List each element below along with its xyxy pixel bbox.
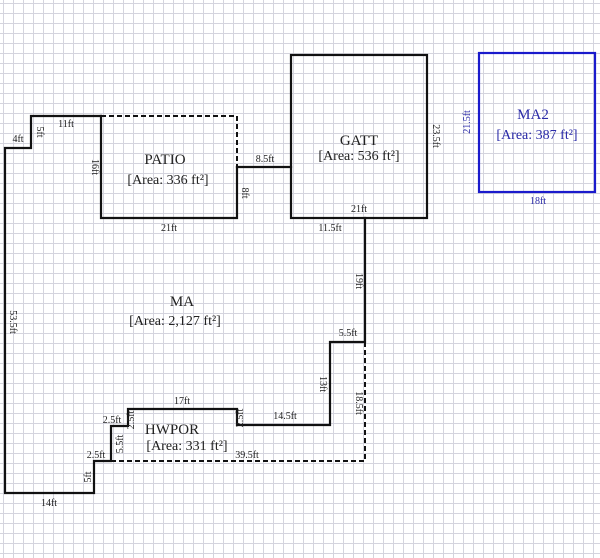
dim-label: 21ft <box>351 204 367 215</box>
dim-label: 5.5ft <box>339 328 358 339</box>
dim-label: 2.5ft <box>103 415 122 426</box>
dim-label: 23.5ft <box>430 124 441 148</box>
patio-area: [Area: 336 ft²] <box>127 173 208 188</box>
ma-area: [Area: 2,127 ft²] <box>129 314 221 329</box>
dim-label: 14ft <box>41 498 57 509</box>
dim-label: 21.5ft <box>462 110 473 134</box>
dim-label: 8.5ft <box>256 154 275 165</box>
hwpor-dashed-wall <box>111 342 366 462</box>
dim-label: 53.5ft <box>7 310 18 334</box>
dim-label: 5ft <box>34 126 45 137</box>
dim-label: 11ft <box>58 119 74 130</box>
dim-label: 16ft <box>89 159 100 175</box>
ma-wall[interactable] <box>3 114 367 495</box>
dim-label: 2.5ft <box>126 410 137 429</box>
dim-label: 18ft <box>530 196 546 207</box>
gatt-name: GATT <box>340 133 378 149</box>
dim-label: 17ft <box>174 396 190 407</box>
ma-name: MA <box>170 294 194 310</box>
dim-label: 11.5ft <box>318 223 341 234</box>
dim-label: 8ft <box>239 187 250 198</box>
dim-label: 5ft <box>83 471 94 482</box>
dim-label: 19ft <box>353 273 364 289</box>
ma2-name: MA2 <box>517 107 549 123</box>
hwpor-name: HWPOR <box>145 422 199 438</box>
dim-label: 2.5ft <box>235 408 246 427</box>
dim-label: 14.5ft <box>273 411 297 422</box>
patio-wall[interactable] <box>99 114 239 220</box>
gatt-wall[interactable] <box>289 53 429 220</box>
dim-label: 21ft <box>161 223 177 234</box>
ma2-area: [Area: 387 ft²] <box>496 128 577 143</box>
hwpor-area: [Area: 331 ft²] <box>146 439 227 454</box>
gatt-area: [Area: 536 ft²] <box>318 149 399 164</box>
dim-label: 13ft <box>317 376 328 392</box>
dim-label: 18.5ft <box>353 391 364 415</box>
dim-label: 4ft <box>12 134 23 145</box>
dim-label: 2.5ft <box>87 450 106 461</box>
dim-label: 5.5ft <box>115 434 126 453</box>
dim-label: 39.5ft <box>235 450 259 461</box>
ma2-wall[interactable] <box>477 51 597 194</box>
patio-dashed-wall <box>101 115 238 167</box>
patio-name: PATIO <box>144 152 185 168</box>
